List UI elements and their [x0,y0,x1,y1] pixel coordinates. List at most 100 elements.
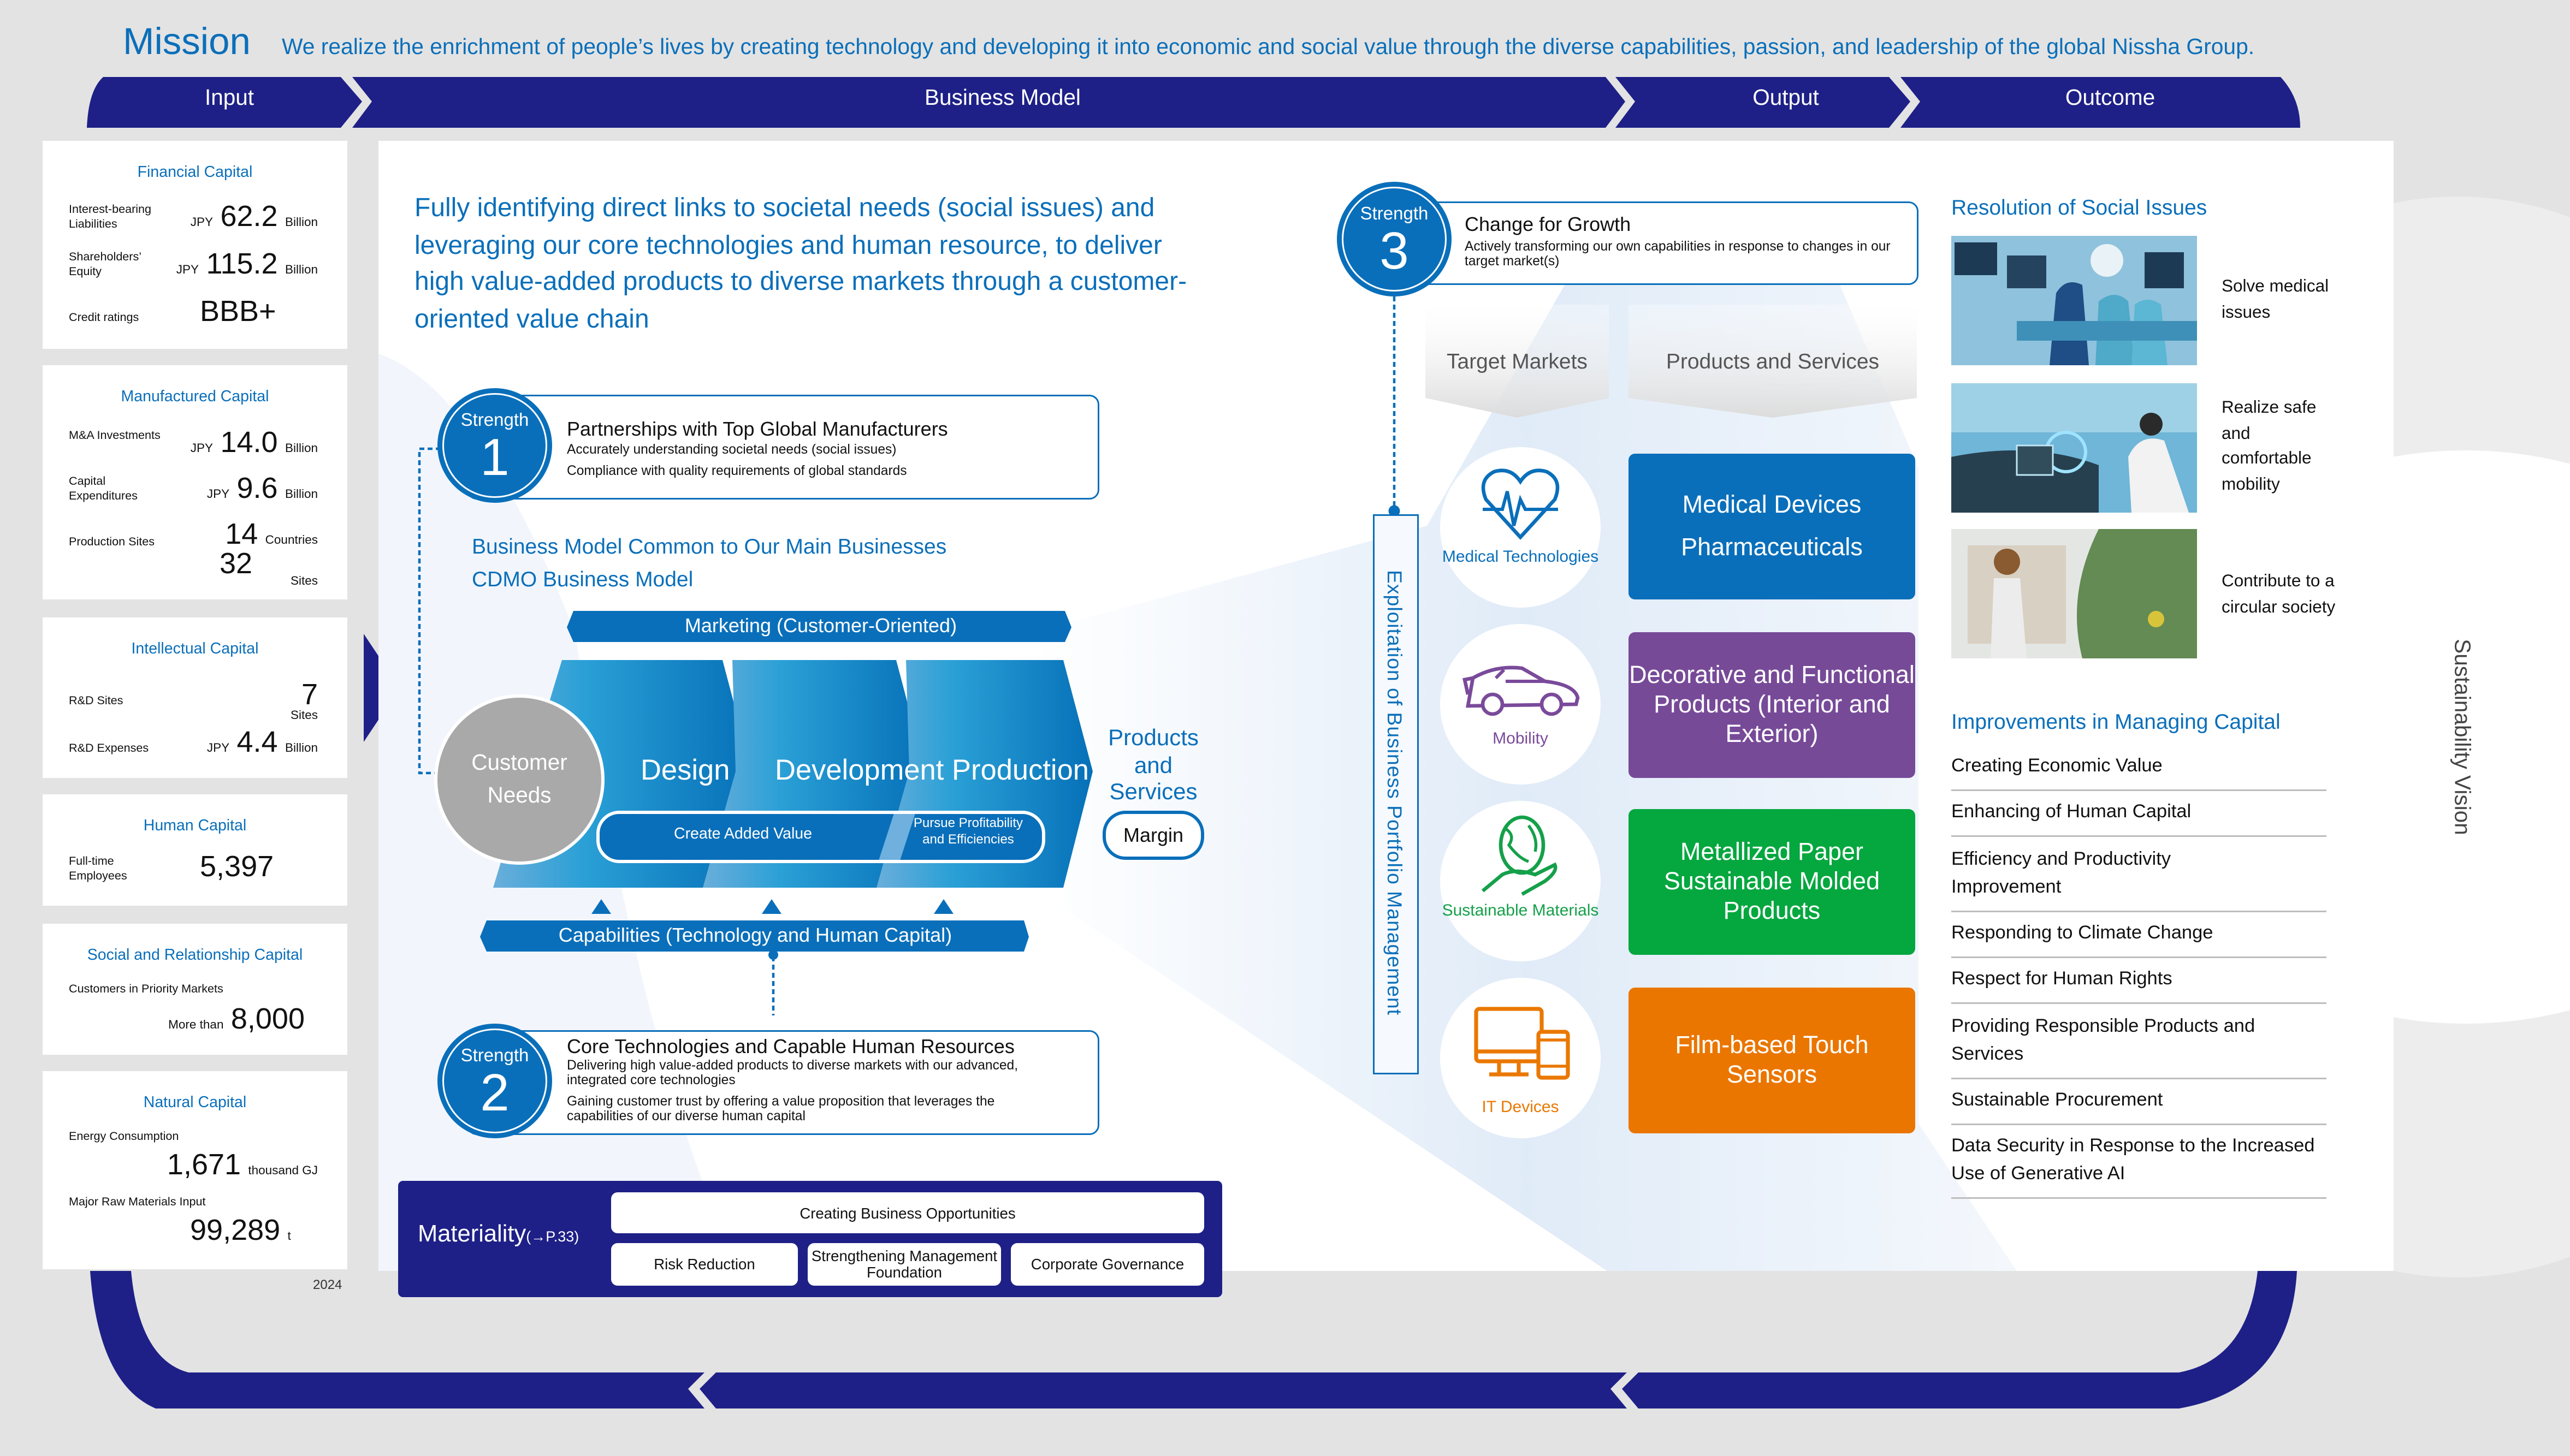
resolution-title: Resolution of Social Issues [1951,195,2207,219]
loop-right [1622,1271,2297,1409]
card-title: Manufactured Capital [121,388,269,406]
market-label: IT Devices [1482,1099,1559,1117]
strength-desc: Accurately understanding societal needs … [567,442,897,457]
band-business-model [352,77,1625,128]
materiality-creating-business-opportunities: Creating Business Opportunities [611,1192,1204,1233]
create-added-value: Create Added Value [673,825,813,843]
operating-room-photo [1951,236,2197,365]
materiality-strengthening-management: Strengthening Management Foundation [808,1243,1001,1286]
product-decorative-functional: Decorative and Functional Products (Inte… [1629,632,1915,778]
capability-arrows [591,899,954,914]
globe-hand-icon [1481,815,1558,896]
strength-2-badge: Strength 2 [437,1024,552,1138]
label: Energy Consumption [69,1128,179,1143]
mission-statement: We realize the enrichment of people’s li… [282,34,2255,59]
card-title: Human Capital [143,817,247,835]
product-medical: Medical Devices Pharmaceuticals [1629,454,1915,599]
strength-3-connector [1388,296,1400,517]
value-production-sites: 32 [220,547,253,580]
market-label: Mobility [1493,730,1548,748]
label: R&D Sites [69,693,123,708]
improvement-item: Efficiency and Productivity Improvement [1951,850,2171,897]
improvement-item: Respect for Human Rights [1951,966,2326,1004]
band-label-outcome: Outcome [2065,85,2156,110]
mission-title: Mission [123,20,251,62]
strength-1-badge: Strength 1 [437,388,552,503]
improvement-item: Data Security in Response to the Increas… [1951,1133,2326,1199]
market-mobility: Mobility [1440,624,1601,785]
value-shareholders-equity: JPY 115.2 Billion [176,247,318,280]
label: Capital Expenditures [69,473,138,502]
loop-middle [700,1372,1627,1409]
stage-production: Production [952,753,1089,786]
strength-title: Change for Growth [1465,213,1631,236]
capabilities-label: Capabilities (Technology and Human Capit… [558,924,952,947]
band-label-business-model: Business Model [925,85,1081,110]
products-services-label: Products and Services [1108,724,1199,804]
devices-icon [1474,1007,1570,1080]
label: Credit ratings [69,310,139,324]
value-rd-sites: 7 [301,678,318,711]
label: Full-time Employees [69,853,127,882]
card-title: Financial Capital [137,164,253,182]
value-pill [596,811,1045,863]
improvement-item: Creating Economic Value [1951,753,2326,791]
strength-3-box: Change for Growth Actively transforming … [1404,201,1918,285]
margin-badge: Margin [1103,811,1204,860]
circular-shop-photo [1951,529,2197,658]
improvement-item: Providing Responsible Products and Servi… [1951,1014,2326,1079]
value-energy-consumption: 1,671 thousand GJ [167,1148,318,1181]
header-target-markets: Target Markets [1447,349,1588,373]
improvements-title: Improvements in Managing Capital [1951,709,2281,734]
value-credit-rating: BBB+ [200,295,276,328]
stage-design: Design [641,753,730,786]
market-medical-technologies: Medical Technologies [1440,447,1601,608]
card-natural-capital: Natural Capital Energy Consumption 1,671… [43,1071,347,1269]
improvement-item: Responding to Climate Change [1951,920,2326,958]
customer-needs-circle [434,694,605,865]
label: Major Raw Materials Input [69,1194,206,1209]
customer-needs-label: Customer Needs [471,750,567,807]
issue-text: Solve medical issues [2222,277,2329,322]
strength-desc: Gaining customer trust by offering a val… [567,1094,995,1123]
label: Interest-bearing Liabilities [69,201,152,230]
strength-title: Partnerships with Top Global Manufacture… [567,418,948,441]
value-interest-bearing-liabilities: JPY 62.2 Billion [190,200,318,233]
value-production-countries: 14 Countries [225,518,318,550]
data-year: 2024 [313,1277,342,1292]
cdmo-title: CDMO Business Model [472,567,694,591]
marketing-bar [567,611,1071,642]
card-intellectual-capital: Intellectual Capital R&D Sites 7 Sites R… [43,617,347,778]
unit-sites: Sites [290,708,318,722]
header-products-services: Products and Services [1666,349,1880,373]
stage-development: Development [775,753,944,786]
band-label-output: Output [1752,85,1819,110]
value-employees: 5,397 [200,850,274,883]
product-touch-sensors: Film-based Touch Sensors [1629,988,1915,1133]
label: Production Sites [69,534,155,549]
band-label-input: Input [204,85,254,110]
issue-text: Contribute to a circular society [2222,572,2336,617]
market-label: Medical Technologies [1442,549,1599,567]
label: Shareholders’ Equity [69,249,141,278]
card-title: Intellectual Capital [131,640,259,658]
smart-car-photo [1951,383,2197,513]
card-social-relationship-capital: Social and Relationship Capital Customer… [43,924,347,1055]
label: R&D Expenses [69,740,149,755]
value-customers: More than 8,000 [168,1002,305,1035]
card-manufactured-capital: Manufactured Capital M&A Investments JPY… [43,365,347,599]
materiality-risk-reduction: Risk Reduction [611,1243,798,1286]
portfolio-management-label: Exploitation of Business Portfolio Manag… [1383,570,1406,1015]
pursue-profitability: Pursue Profitability and Efficiencies [913,816,1023,847]
divider [1951,911,2326,912]
issue-text: Realize safe and comfortable mobility [2222,398,2317,494]
business-model-headline: Fully identifying direct links to societ… [414,195,1187,334]
improvement-item: Enhancing of Human Capital [1951,799,2326,837]
value-rd-expenses: JPY 4.4 Billion [206,726,318,758]
loop-left [90,1271,704,1409]
sustainability-vision-label: Sustainability Vision [2450,639,2475,835]
common-model-title: Business Model Common to Our Main Busine… [472,534,947,558]
output-headers [1425,305,1917,418]
card-human-capital: Human Capital Full-time Employees 5,397 [43,794,347,906]
